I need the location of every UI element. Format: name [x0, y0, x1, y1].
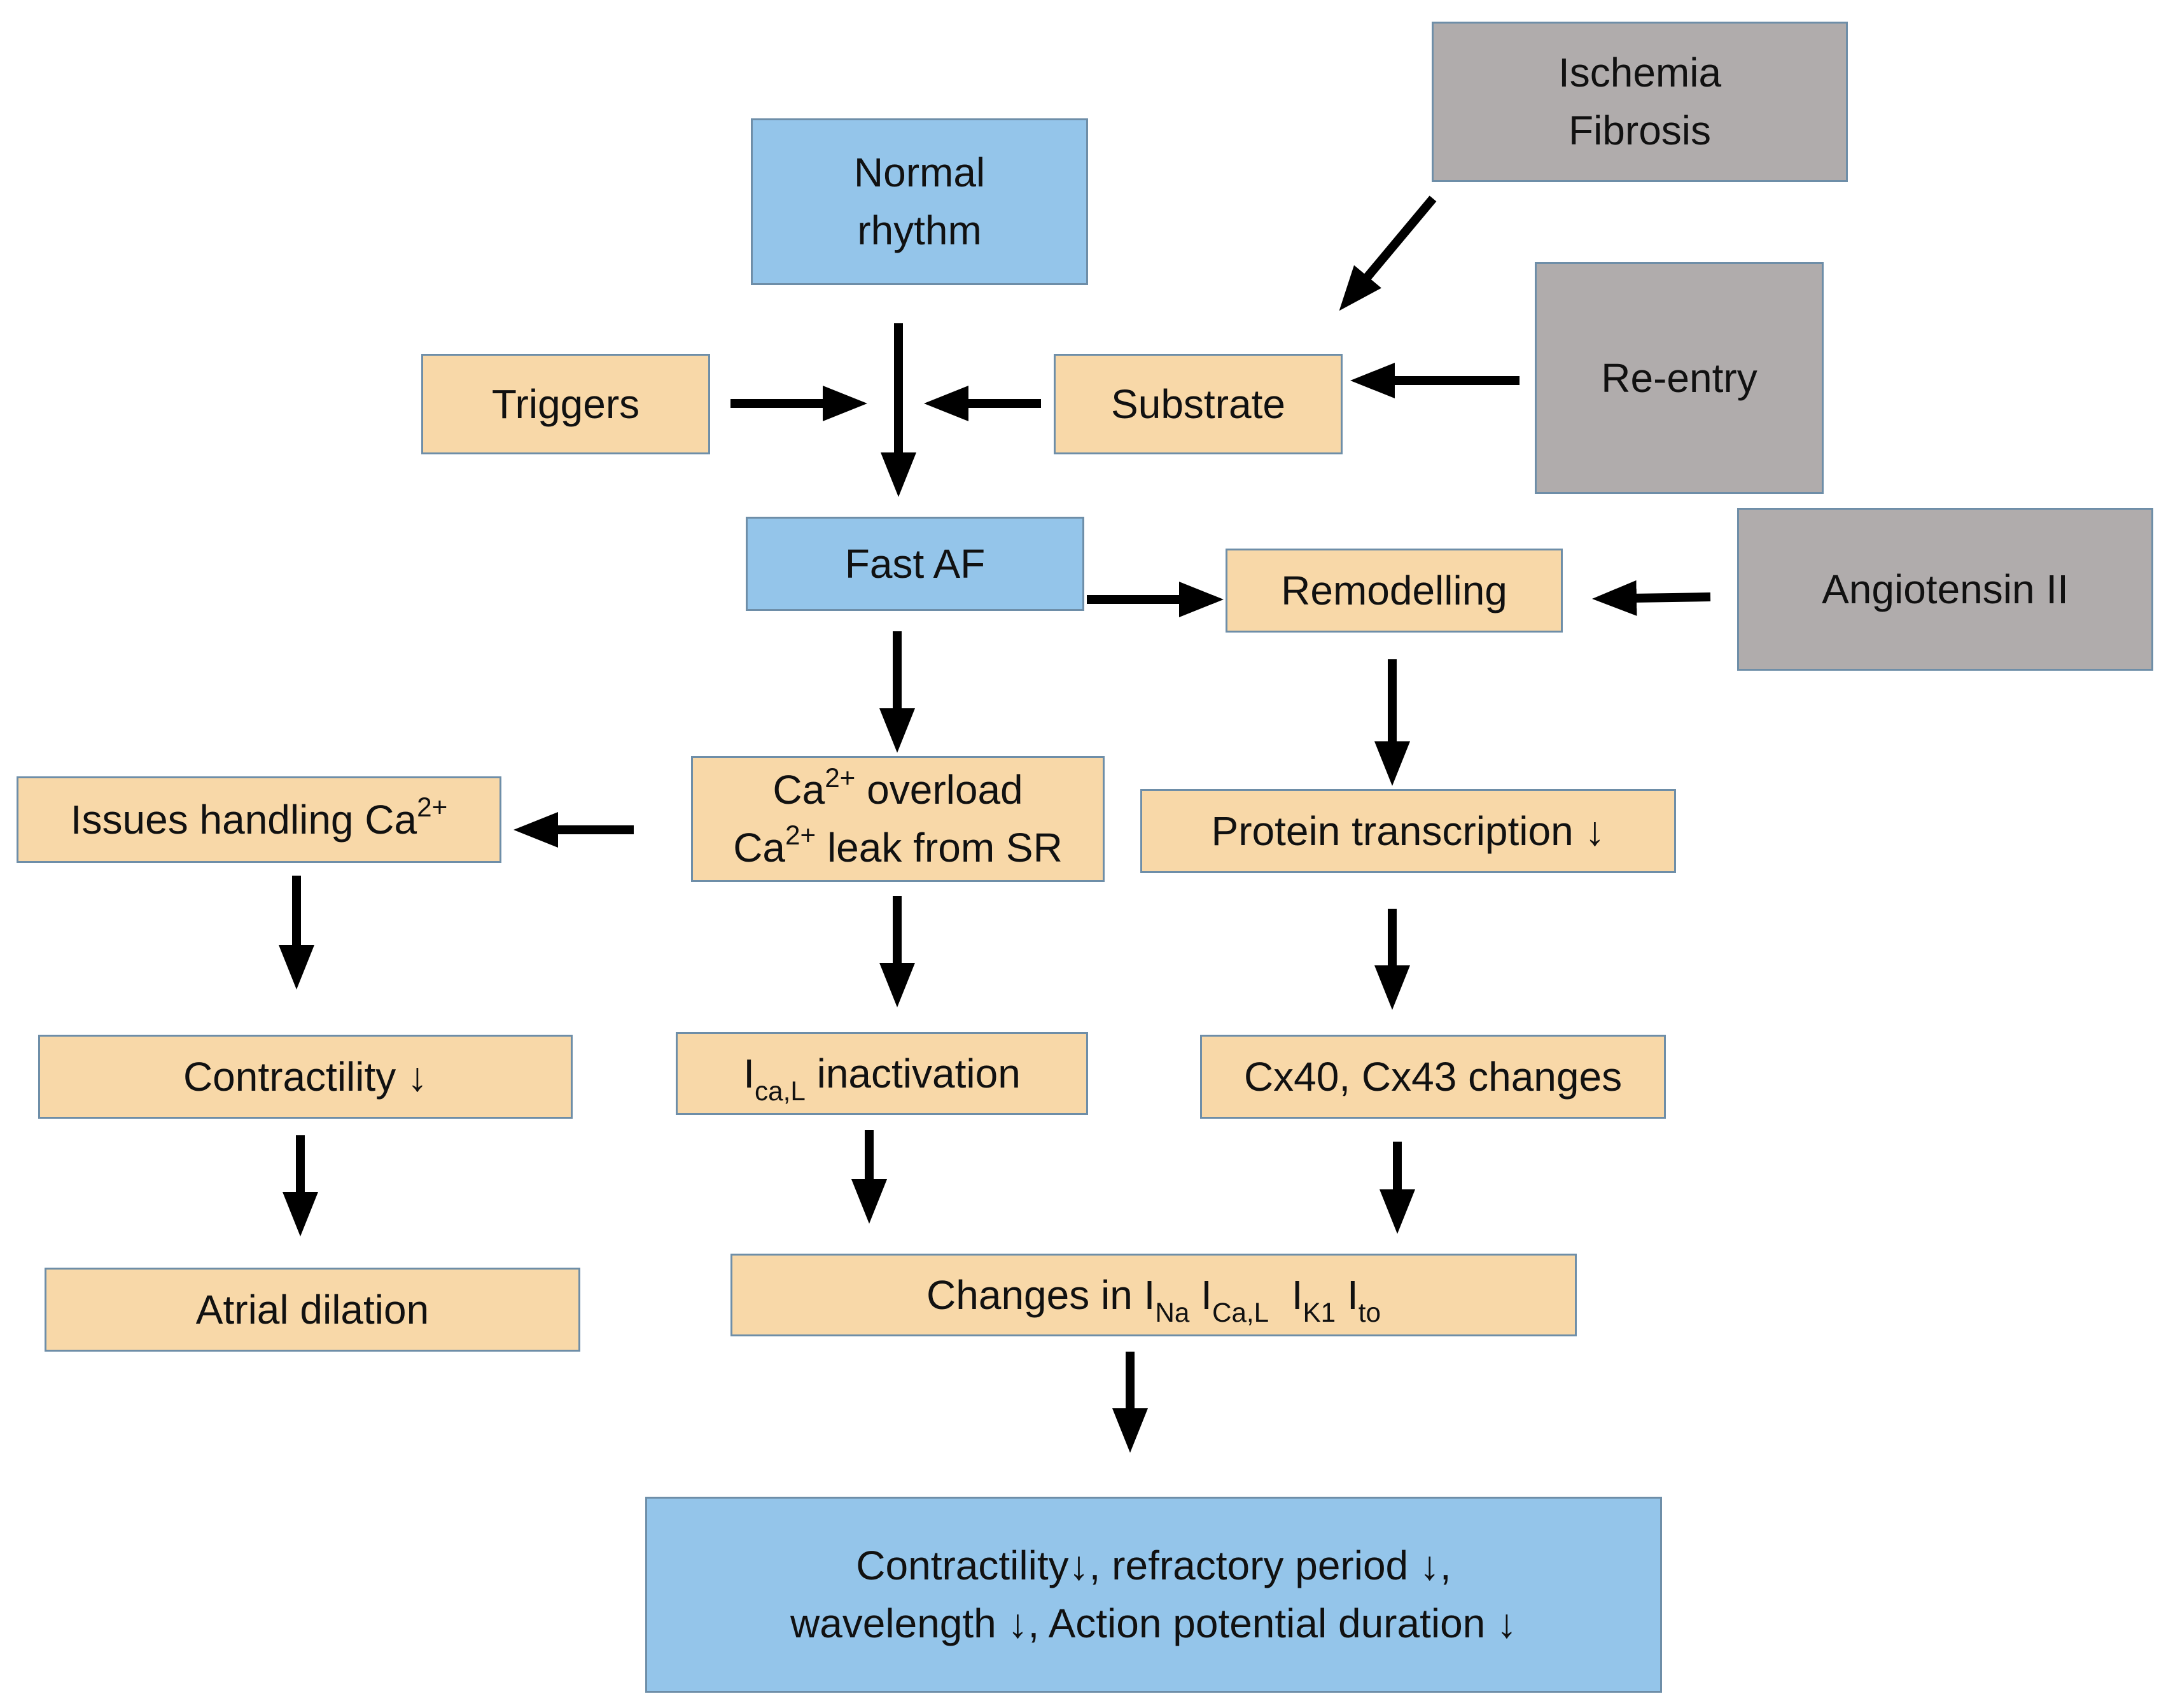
node-issues-handling-label: Issues handling Ca2+ [71, 791, 448, 849]
node-outcome: Contractility↓, refractory period ↓, wav… [645, 1497, 1662, 1693]
node-fast-af-label: Fast AF [844, 540, 986, 587]
node-protein-transcription-label: Protein transcription ↓ [1211, 808, 1605, 854]
current-cal-base: I [1201, 1271, 1212, 1318]
node-cx-changes-label: Cx40, Cx43 changes [1243, 1053, 1623, 1100]
current-to-base: I [1346, 1271, 1359, 1318]
node-protein-transcription: Protein transcription ↓ [1140, 789, 1676, 873]
issues-text: Issues handling Ca [70, 796, 417, 843]
node-contractility-label: Contractility ↓ [183, 1053, 428, 1100]
current-k1-base: I [1291, 1271, 1303, 1318]
arrow-ischemia-to-substrate [1339, 195, 1437, 311]
current-na: INa [1143, 1271, 1190, 1326]
node-ischemia-line-1: Ischemia [1558, 50, 1722, 96]
node-normal-rhythm: Normal rhythm [751, 118, 1088, 285]
ca1-rest: overload [855, 767, 1023, 813]
node-ca-overload-line-2: Ca2+ leak from SR [733, 819, 1063, 877]
node-issues-handling: Issues handling Ca2+ [17, 776, 501, 863]
ica-base: I [743, 1050, 755, 1096]
ca2-rest: leak from SR [816, 825, 1063, 871]
node-normal-rhythm-line-2: rhythm [857, 207, 982, 253]
node-changes-in: Changes in INa ICa,L IK1 Ito [730, 1254, 1577, 1336]
node-substrate: Substrate [1054, 354, 1343, 454]
node-normal-rhythm-line-1: Normal [853, 150, 986, 196]
current-cal-sub: Ca,L [1212, 1297, 1269, 1327]
ca1-sup: 2+ [825, 762, 856, 793]
arrow-angiotensin-to-remodelling [1592, 580, 1711, 616]
node-remodelling-label: Remodelling [1281, 567, 1507, 613]
node-angiotensin-label: Angiotensin II [1822, 566, 2069, 612]
current-na-base: I [1143, 1271, 1156, 1318]
current-cal: ICa,L [1201, 1271, 1269, 1326]
current-na-sub: Na [1155, 1297, 1190, 1327]
node-ischemia-line-2: Fibrosis [1568, 108, 1712, 153]
node-angiotensin: Angiotensin II [1737, 508, 2153, 671]
node-ischemia-fibrosis: Ischemia Fibrosis [1432, 22, 1848, 182]
ca2-sup: 2+ [785, 820, 816, 851]
node-reentry: Re-entry [1535, 262, 1824, 494]
node-contractility: Contractility ↓ [38, 1035, 573, 1119]
node-remodelling: Remodelling [1226, 549, 1563, 633]
node-triggers-label: Triggers [491, 381, 640, 427]
node-atrial-dilation: Atrial dilation [45, 1268, 580, 1352]
node-substrate-label: Substrate [1111, 381, 1285, 427]
node-triggers: Triggers [421, 354, 710, 454]
node-ica-inactivation-label: Ica,L inactivation [743, 1045, 1021, 1106]
node-fast-af: Fast AF [746, 517, 1084, 611]
node-outcome-line-2: wavelength ↓, Action potential duration … [790, 1600, 1518, 1646]
node-ca-overload-line-1: Ca2+ overload [772, 761, 1023, 819]
node-outcome-line-1: Contractility↓, refractory period ↓, [856, 1543, 1451, 1589]
ca1-base: Ca [772, 767, 825, 813]
current-to: Ito [1346, 1271, 1381, 1326]
ca2-base: Ca [733, 825, 785, 871]
node-ica-inactivation: Ica,L inactivation [676, 1032, 1088, 1115]
ica-rest: inactivation [805, 1050, 1021, 1096]
ica-sub: ca,L [754, 1075, 806, 1106]
node-cx-changes: Cx40, Cx43 changes [1200, 1035, 1666, 1119]
node-ca-overload: Ca2+ overload Ca2+ leak from SR [691, 756, 1105, 882]
issues-sup: 2+ [417, 792, 448, 823]
current-k1: IK1 [1291, 1271, 1336, 1326]
node-changes-in-label: Changes in INa ICa,L IK1 Ito [926, 1266, 1381, 1326]
changes-prefix: Changes in [926, 1271, 1144, 1318]
current-to-sub: to [1358, 1297, 1381, 1327]
node-reentry-label: Re-entry [1601, 354, 1757, 401]
node-atrial-dilation-label: Atrial dilation [195, 1286, 430, 1333]
current-k1-sub: K1 [1303, 1297, 1336, 1327]
